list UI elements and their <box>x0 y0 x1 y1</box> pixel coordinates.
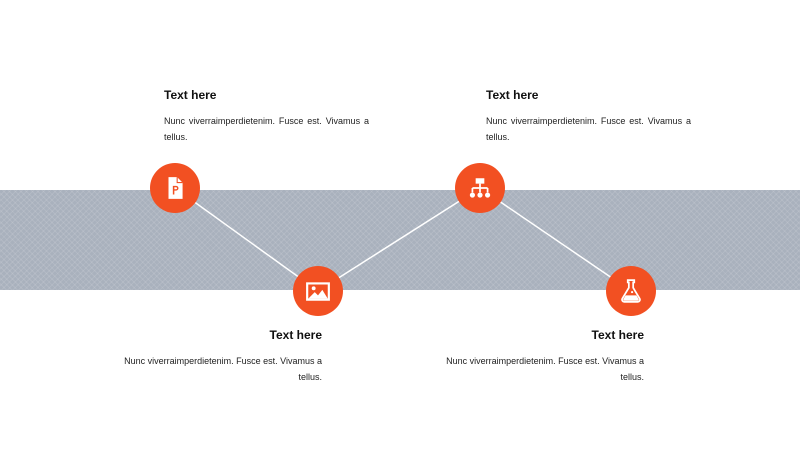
step-2-text-block: Text here Nunc viverraimperdietenim. Fus… <box>117 328 322 385</box>
connector-2-3 <box>317 187 481 292</box>
background-band <box>0 190 800 290</box>
step-1-node <box>150 163 200 213</box>
step-3-text-block: Text here Nunc viverraimperdietenim. Fus… <box>486 88 691 145</box>
step-3-node <box>455 163 505 213</box>
step-4-description: Nunc viverraimperdietenim. Fusce est. Vi… <box>446 356 644 382</box>
step-4-title: Text here <box>591 328 644 342</box>
image-icon <box>306 282 330 301</box>
step-2-title: Text here <box>269 328 322 342</box>
powerpoint-file-icon <box>168 177 183 199</box>
step-1-text-block: Text here Nunc viverraimperdietenim. Fus… <box>164 88 369 145</box>
step-3-description: Nunc viverraimperdietenim. Fusce est. Vi… <box>486 116 691 142</box>
flask-icon <box>621 279 641 303</box>
step-4-text-block: Text here Nunc viverraimperdietenim. Fus… <box>439 328 644 385</box>
step-2-description: Nunc viverraimperdietenim. Fusce est. Vi… <box>124 356 322 382</box>
step-4-node <box>606 266 656 316</box>
step-2-node <box>293 266 343 316</box>
connector-3-4 <box>479 187 632 292</box>
step-1-title: Text here <box>164 88 217 102</box>
step-3-title: Text here <box>486 88 539 102</box>
connector-1-2 <box>174 187 319 292</box>
step-1-description: Nunc viverraimperdietenim. Fusce est. Vi… <box>164 116 369 142</box>
org-chart-icon <box>469 178 491 198</box>
